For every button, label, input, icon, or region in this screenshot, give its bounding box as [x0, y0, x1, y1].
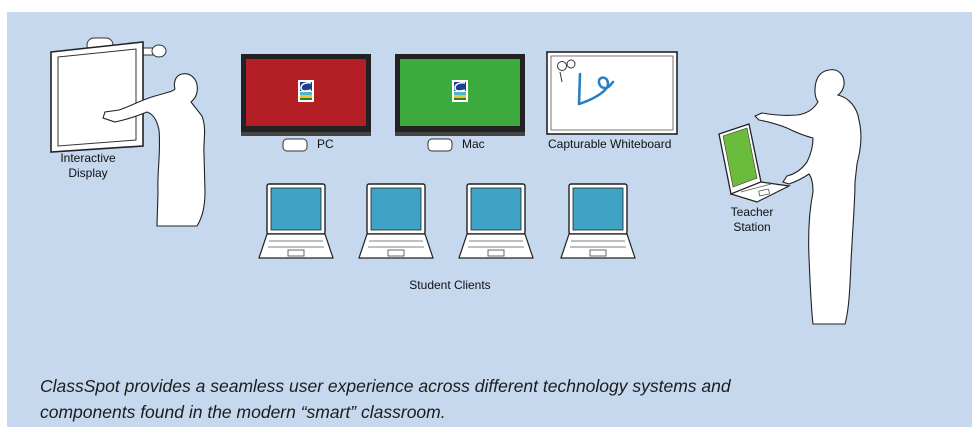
mini-pc-icon [427, 138, 453, 152]
person-silhouette-icon [754, 69, 862, 325]
teacher-station-label-line1: Teacher [730, 205, 774, 219]
interactive-display-label-line2: Display [68, 166, 108, 180]
classroom-diagram [50, 37, 862, 325]
interactive-display-label-line1: Interactive [60, 151, 116, 165]
classspot-logo-icon [298, 80, 314, 102]
interactive-display-label: Interactive Display [60, 151, 115, 181]
pc-label: PC [317, 137, 334, 151]
student-laptop-2 [358, 183, 434, 259]
teacher-station [718, 69, 862, 325]
caption: ClassSpot provides a seamless user exper… [40, 373, 940, 425]
interactive-display [50, 37, 206, 227]
mac-label: Mac [462, 137, 485, 151]
student-laptop-3 [458, 183, 534, 259]
caption-line1: ClassSpot provides a seamless user exper… [40, 376, 731, 396]
pc-monitor [241, 54, 371, 152]
teacher-station-label-line2: Station [733, 220, 771, 234]
caption-line2: components found in the modern “smart” c… [40, 402, 446, 422]
classspot-logo-icon [452, 80, 468, 102]
capturable-whiteboard-label: Capturable Whiteboard [548, 137, 672, 151]
laptop-icon [718, 123, 791, 203]
teacher-station-label: Teacher Station [731, 205, 774, 235]
interactive-board-icon [50, 41, 144, 153]
student-laptop-1 [258, 183, 334, 259]
student-clients-label: Student Clients [409, 278, 491, 292]
diagram-panel: Interactive Display PC Mac Capturable Wh… [7, 12, 972, 427]
student-laptop-4 [560, 183, 636, 259]
whiteboard-icon [546, 51, 678, 135]
mini-pc-icon [282, 138, 308, 152]
person-silhouette-icon [102, 73, 206, 227]
mac-monitor [395, 54, 525, 152]
